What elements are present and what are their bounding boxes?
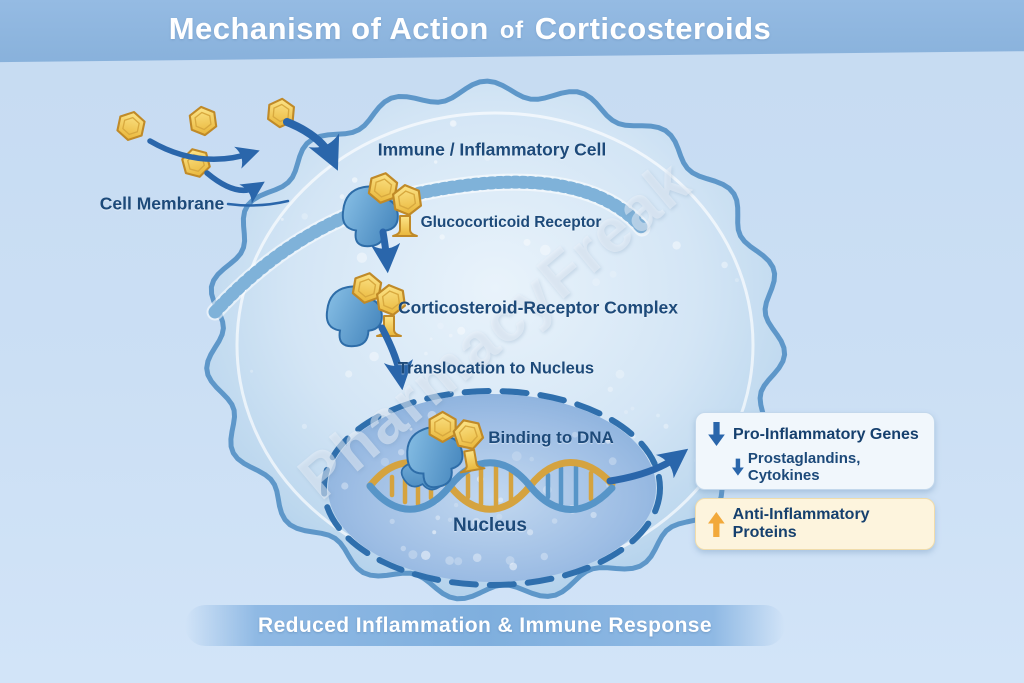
binding-to-dna-label: Binding to DNA bbox=[488, 428, 614, 447]
receptor-complex-label: Corticosteroid-Receptor Complex bbox=[397, 297, 679, 318]
title-part1: Mechanism of Action bbox=[168, 11, 489, 46]
translocation-arrow bbox=[378, 324, 413, 391]
page-title: Mechanism of Action of Corticosteroids bbox=[0, 11, 982, 47]
corticosteroid-molecules bbox=[114, 96, 296, 182]
nucleus-label: Nucleus bbox=[453, 515, 527, 536]
receptor-to-complex-arrow bbox=[370, 228, 401, 274]
entry-arrow-1 bbox=[147, 138, 260, 169]
translocation-label: Translocation to Nucleus bbox=[397, 359, 595, 378]
up-arrow-icon bbox=[708, 511, 725, 537]
glucocorticoid-receptor-label: Glucocorticoid Receptor bbox=[420, 214, 602, 231]
cell-membrane-coil bbox=[206, 173, 651, 321]
conclusion-banner: Reduced Inflammation & Immune Response bbox=[185, 605, 785, 646]
pro-inflammatory-detail: Prostaglandins, Cytokines bbox=[747, 450, 861, 484]
anti-inflammatory-box: Anti-Inflammatory Proteins bbox=[695, 498, 935, 550]
anti-inflammatory-title: Anti-Inflammatory Proteins bbox=[732, 506, 870, 541]
pro-inflammatory-title: Pro-Inflammatory Genes bbox=[733, 425, 919, 443]
cell-membrane-label: Cell Membrane bbox=[99, 193, 225, 214]
membrane-pointer-line bbox=[226, 199, 290, 207]
nuclear-envelope-dashed bbox=[321, 388, 663, 588]
nucleus-to-outcomes-arrow bbox=[606, 448, 689, 485]
immune-cell-label: Immune / Inflammatory Cell bbox=[377, 139, 607, 160]
flow-arrows bbox=[147, 118, 689, 485]
entry-arrow-3 bbox=[283, 118, 340, 171]
down-arrow-icon bbox=[708, 422, 725, 446]
dna-strand-blue bbox=[366, 459, 616, 513]
down-arrow-icon bbox=[732, 458, 744, 476]
title-part2: Corticosteroids bbox=[534, 11, 772, 46]
conclusion-banner-text: Reduced Inflammation & Immune Response bbox=[258, 613, 712, 637]
header-band bbox=[0, 0, 1024, 63]
title-connector: of bbox=[499, 17, 524, 44]
pro-inflammatory-box: Pro-Inflammatory Genes Prostaglandins, C… bbox=[695, 412, 935, 490]
entry-arrow-2 bbox=[204, 170, 265, 204]
